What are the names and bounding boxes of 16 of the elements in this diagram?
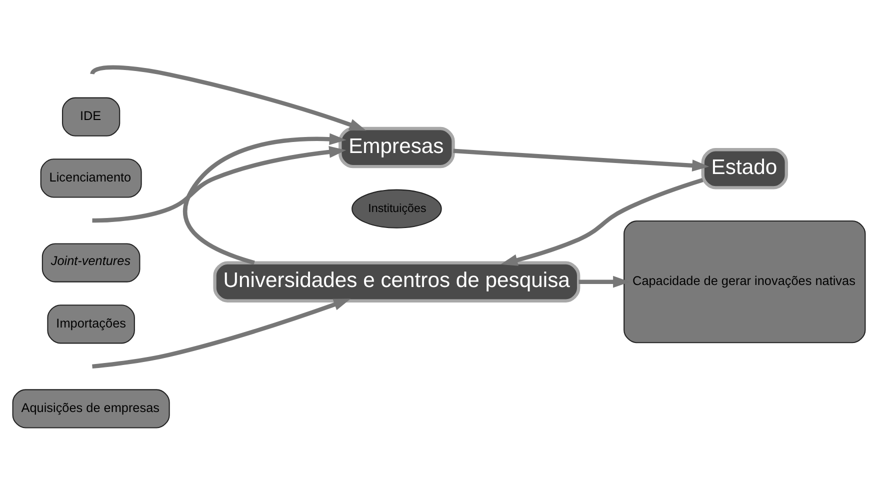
node-box: Empresas [338, 126, 455, 168]
node-box: Universidades e centros de pesquisa [213, 261, 580, 302]
arrow [183, 133, 346, 265]
arrow [92, 298, 351, 369]
node-box: Licenciamento [40, 158, 142, 198]
node-box: Estado [701, 148, 788, 190]
node-box: Importações [47, 304, 135, 344]
arrow [500, 178, 704, 266]
arrow [92, 146, 346, 223]
node-ellipse: Instituições [352, 189, 442, 228]
node-box: Capacidade de gerar inovações nativas [624, 220, 866, 344]
node-box: Joint-ventures [42, 243, 140, 282]
arrow [453, 148, 710, 172]
node-box: IDE [62, 97, 120, 136]
arrow [90, 65, 366, 131]
node-box: Aquisições de empresas [12, 389, 170, 428]
